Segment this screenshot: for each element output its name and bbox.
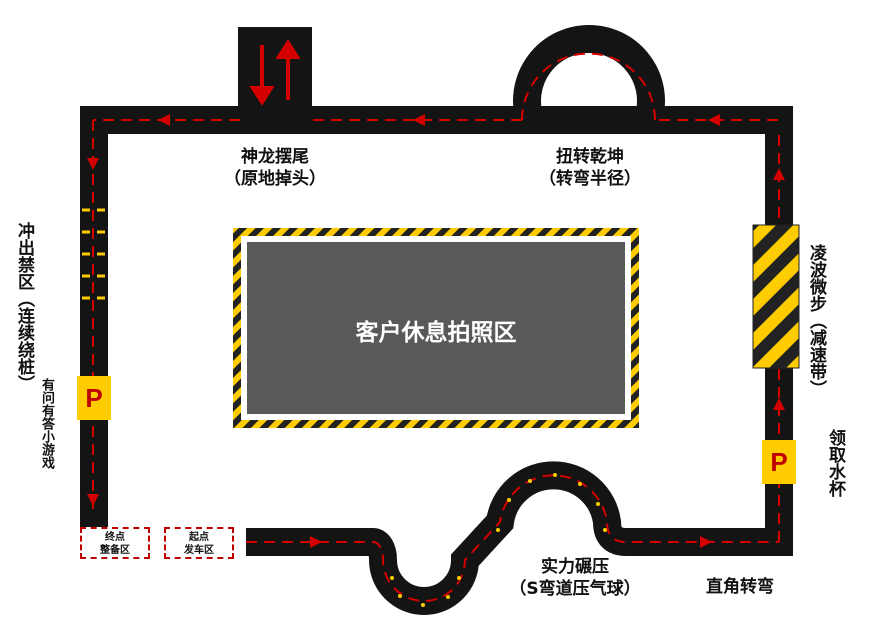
label-right-angle: 直角转弯 bbox=[690, 576, 790, 598]
water-name: 领取水杯 bbox=[825, 429, 845, 497]
road-twist-loop bbox=[513, 24, 665, 125]
finish-zone-line1: 终点 bbox=[105, 532, 125, 543]
finish-zone: 终点 整备区 bbox=[80, 527, 150, 559]
sprint-name: 冲出禁区 bbox=[14, 222, 34, 290]
sprint-note: （连续绕桩） bbox=[14, 290, 34, 392]
label-dragon-tail: 神龙摆尾 （原地掉头） bbox=[215, 146, 335, 190]
label-sprint: 冲出禁区（连续绕桩） bbox=[14, 222, 34, 392]
finish-zone-line2: 整备区 bbox=[100, 545, 130, 556]
speed-bump-note: （减速带） bbox=[806, 312, 826, 397]
speed-bump bbox=[752, 224, 800, 369]
slalom-markers bbox=[82, 208, 105, 300]
start-zone-line1: 起点 bbox=[189, 532, 209, 543]
quiz-name: 有问有答小游戏 bbox=[39, 377, 54, 469]
direction-arrows bbox=[87, 114, 785, 548]
label-water: 领取水杯 bbox=[825, 418, 845, 508]
label-s-curve: 实力碾压 （S弯道压气球） bbox=[500, 556, 650, 600]
twist-name: 扭转乾坤 bbox=[556, 147, 624, 167]
s-curve-note: （S弯道压气球） bbox=[509, 579, 641, 599]
start-zone: 起点 发车区 bbox=[164, 527, 234, 559]
label-speed-bump: 凌波微步（减速带） bbox=[806, 244, 826, 397]
balloon-dots bbox=[390, 473, 607, 607]
dragon-tail-note: （原地掉头） bbox=[224, 169, 326, 189]
uturn-arrows bbox=[249, 39, 301, 106]
speed-bump-name: 凌波微步 bbox=[806, 244, 826, 312]
label-quiz: 有问有答小游戏 bbox=[38, 368, 55, 478]
label-twist: 扭转乾坤 （转弯半径） bbox=[530, 146, 650, 190]
right-angle-name: 直角转弯 bbox=[706, 577, 774, 597]
parking-sign-right: P bbox=[762, 440, 796, 484]
s-curve-name: 实力碾压 bbox=[541, 557, 609, 577]
start-zone-line2: 发车区 bbox=[184, 545, 214, 556]
parking-sign-left: P bbox=[77, 376, 111, 420]
dragon-tail-name: 神龙摆尾 bbox=[241, 147, 309, 167]
road-uturn bbox=[238, 27, 312, 107]
lounge-title: 客户休息拍照区 bbox=[355, 320, 517, 346]
lounge-panel bbox=[247, 242, 625, 414]
twist-note: （转弯半径） bbox=[539, 169, 641, 189]
